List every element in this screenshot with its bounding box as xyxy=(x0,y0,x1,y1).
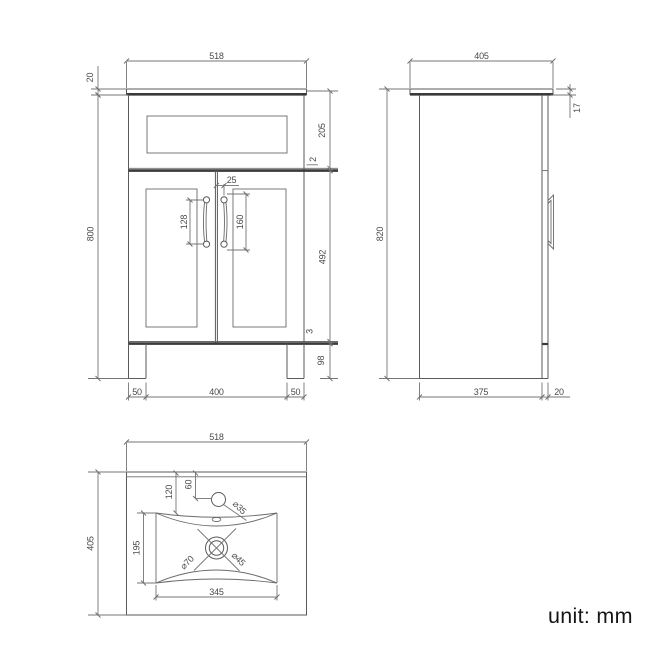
front-dim-3-label: 3 xyxy=(305,329,315,334)
plan-dim-345-label: 345 xyxy=(209,587,224,597)
plan-dim-120-label: 120 xyxy=(164,485,174,500)
side-door-edge xyxy=(541,95,549,379)
plan-dim-tap-offset: 120 xyxy=(164,470,179,516)
plan-dim-basin-depth: 195 xyxy=(132,510,156,586)
side-dim-405-label: 405 xyxy=(474,51,489,61)
front-dim-countertop-thickness: 20 xyxy=(85,66,129,98)
plan-countertop-outline xyxy=(126,471,307,616)
front-dim-countertop-width: 518 xyxy=(123,51,310,88)
front-dim-205-label: 205 xyxy=(317,123,327,138)
front-dim-98-label: 98 xyxy=(316,356,326,366)
front-drawer-panel xyxy=(146,115,288,154)
front-left-door-handle xyxy=(202,196,211,248)
plan-dim-depth: 405 xyxy=(86,469,127,618)
plan-dim-60-label: 60 xyxy=(184,480,194,490)
plan-basin xyxy=(155,512,278,584)
front-dim-right-chain: 205 2 492 3 98 xyxy=(305,88,338,382)
plan-dim-tap-back-offset: 60 xyxy=(184,470,212,502)
plan-dim-195-label: 195 xyxy=(132,541,142,556)
plan-dim-518-label: 518 xyxy=(209,432,224,442)
side-handle-profile xyxy=(547,193,554,251)
front-left-leg xyxy=(128,343,147,379)
front-dim-492-label: 492 xyxy=(318,250,328,265)
plan-dim-d70-label: ⌀70 xyxy=(178,554,196,572)
front-dim-2-label: 2 xyxy=(308,157,318,162)
front-dim-518-label: 518 xyxy=(209,51,224,61)
side-dim-17-label: 17 xyxy=(572,103,582,113)
unit-note: unit: mm xyxy=(548,604,633,628)
front-dim-128-label: 128 xyxy=(179,215,189,230)
side-dim-20-label: 20 xyxy=(554,387,564,397)
front-right-door-panel xyxy=(232,188,287,328)
front-dim-overall-height: 800 xyxy=(86,92,129,382)
side-dim-820-label: 820 xyxy=(375,227,385,242)
side-dim-bottom-row: 375 20 xyxy=(416,382,570,401)
front-dim-bottom-row: 50 400 50 xyxy=(125,382,307,401)
plan-dim-405-label: 405 xyxy=(86,536,96,551)
front-dim-50-left-label: 50 xyxy=(132,387,142,397)
plan-drain: ⌀70 ⌀45 xyxy=(178,528,248,572)
front-dim-160-label: 160 xyxy=(235,215,245,230)
plan-overflow-hole xyxy=(211,516,222,523)
side-dim-375-label: 375 xyxy=(474,387,489,397)
front-dim-20-label: 20 xyxy=(85,73,95,83)
plan-dim-basin-width: 345 xyxy=(153,585,280,601)
top-view: ⌀35 ⌀70 ⌀45 518 405 120 xyxy=(86,432,310,618)
front-dim-400-label: 400 xyxy=(209,387,224,397)
front-left-door-panel xyxy=(145,188,198,328)
plan-dim-width: 518 xyxy=(123,432,310,471)
side-dim-countertop-thickness: 17 xyxy=(551,84,582,118)
front-dim-25-label: 25 xyxy=(227,175,237,185)
front-view: 518 20 800 205 2 492 3 xyxy=(85,51,338,401)
front-dim-50-right-label: 50 xyxy=(291,387,301,397)
front-right-door-handle xyxy=(220,196,228,248)
front-right-leg xyxy=(286,343,305,379)
side-dim-overall-height: 820 xyxy=(375,86,420,382)
front-dim-800-label: 800 xyxy=(86,227,96,242)
plan-dim-d35-label: ⌀35 xyxy=(231,499,249,517)
front-dim-right-handle: 160 xyxy=(227,191,250,253)
front-dim-left-handle: 128 xyxy=(179,197,204,247)
plan-dim-d45-label: ⌀45 xyxy=(230,550,248,568)
front-dim-handle-offset: 25 xyxy=(213,175,239,196)
side-dim-depth: 405 xyxy=(407,51,556,88)
plan-tap-hole xyxy=(211,492,226,507)
side-view: 405 17 820 375 20 xyxy=(375,51,582,401)
